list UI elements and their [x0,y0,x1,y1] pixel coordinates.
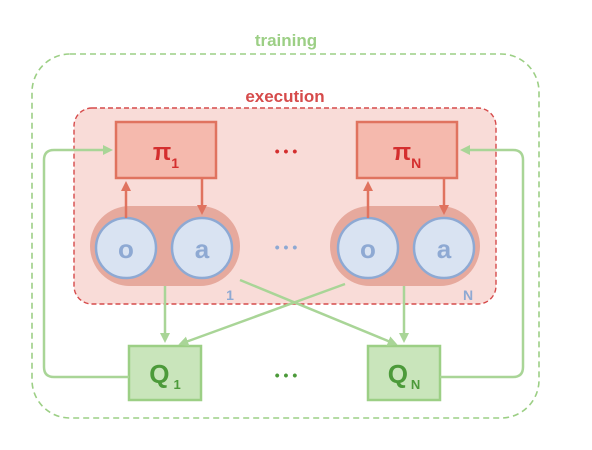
critic-1-symbol: Q [149,359,169,389]
policy-n-box [355,120,459,180]
agent-n-index: N [463,287,473,303]
agent-n-obs: o [360,234,376,264]
agent-ellipsis: • • • [275,239,298,255]
arrow-criticn-to-policyn [440,145,525,379]
execution-label: execution [245,87,324,106]
training-label: training [255,31,317,50]
critic-n-subscript: N [411,377,420,392]
agent-n-act-circle [412,216,476,280]
policy-1-symbol: π [153,139,171,166]
critic-n-box [366,344,442,402]
policy-1-label: π1 [153,139,179,171]
policy-1-subscript: 1 [171,155,179,171]
arrow-agentn-to-critic1 [178,282,346,346]
critic-n-symbol: Q [388,359,408,389]
arrow-critic1-to-policy1 [42,145,129,379]
agent-1-obs: o [118,234,134,264]
critic-ellipsis: • • • [275,367,298,383]
arrow-agent1-to-criticn [239,278,398,346]
agent-1-act: a [195,234,210,264]
critic-1-box [127,344,203,402]
policy-n-subscript: N [411,155,421,171]
agent-1-index: 1 [226,287,234,303]
policy-n-symbol: π [393,139,411,166]
agent-n-act: a [437,234,452,264]
policy-ellipsis: • • • [275,143,298,159]
critic-1-subscript: 1 [174,377,181,392]
agent-1-act-circle [170,216,234,280]
training-region [31,53,540,419]
policy-1-box [114,120,218,180]
policy-n-label: πN [393,139,422,171]
